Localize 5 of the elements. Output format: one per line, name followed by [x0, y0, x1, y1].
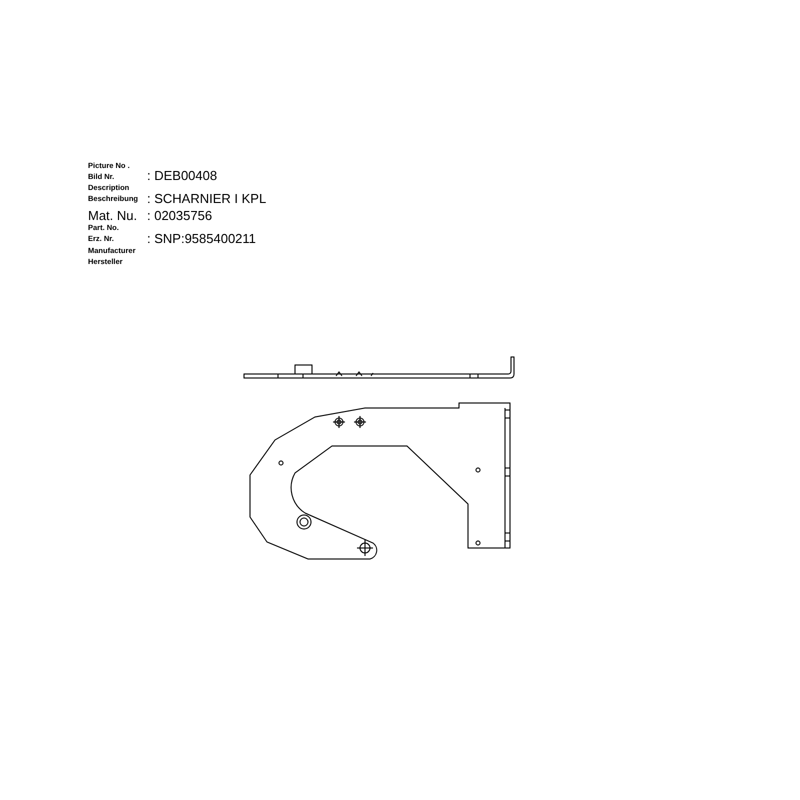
field-label: Mat. Nu.	[88, 209, 138, 222]
field-value: : DEB00408	[147, 169, 218, 182]
field-value: : SNP:9585400211	[147, 232, 256, 245]
field-value: : 02035756	[147, 209, 212, 222]
field-value: : SCHARNIER I KPL	[147, 192, 266, 205]
